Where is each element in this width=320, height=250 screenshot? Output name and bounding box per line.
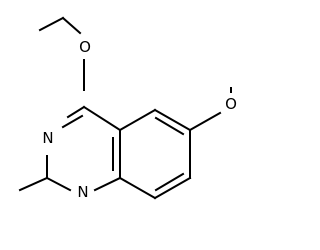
bond-c7-c8 (153, 176, 192, 200)
bond-c2-methyl (18, 176, 49, 192)
atom-n1: N (75, 182, 91, 202)
bond-c5-c6 (153, 108, 192, 132)
atom-n3: N (40, 128, 56, 148)
bond-c4a-c4 (82, 105, 122, 132)
bond-ethyl-ch2-o (61, 16, 82, 35)
bond-c6-o (188, 111, 222, 132)
bond-ethyl-ch3-ch2 (38, 16, 65, 32)
atom-o-ethoxy-label: O (79, 38, 91, 56)
bond-c8-c8a (118, 176, 157, 200)
bond-c4-n3 (61, 114, 84, 129)
atom-o-methoxy: O (223, 93, 239, 113)
bond-c2-n1 (45, 176, 72, 192)
bond-c4-n3-double (66, 105, 86, 119)
structure-diagram: O O N N (18, 16, 239, 202)
atom-n3-label: N (42, 129, 53, 147)
atom-n1-label: N (77, 183, 88, 201)
atom-o-ethoxy: O (77, 36, 93, 56)
bond-c5-c6-inner (154, 116, 185, 136)
bond-n1-c8a (93, 176, 122, 192)
atom-o-methoxy-label: O (225, 95, 237, 113)
bond-c4a-c5 (118, 108, 157, 132)
bond-c7-c8-inner (154, 172, 185, 192)
